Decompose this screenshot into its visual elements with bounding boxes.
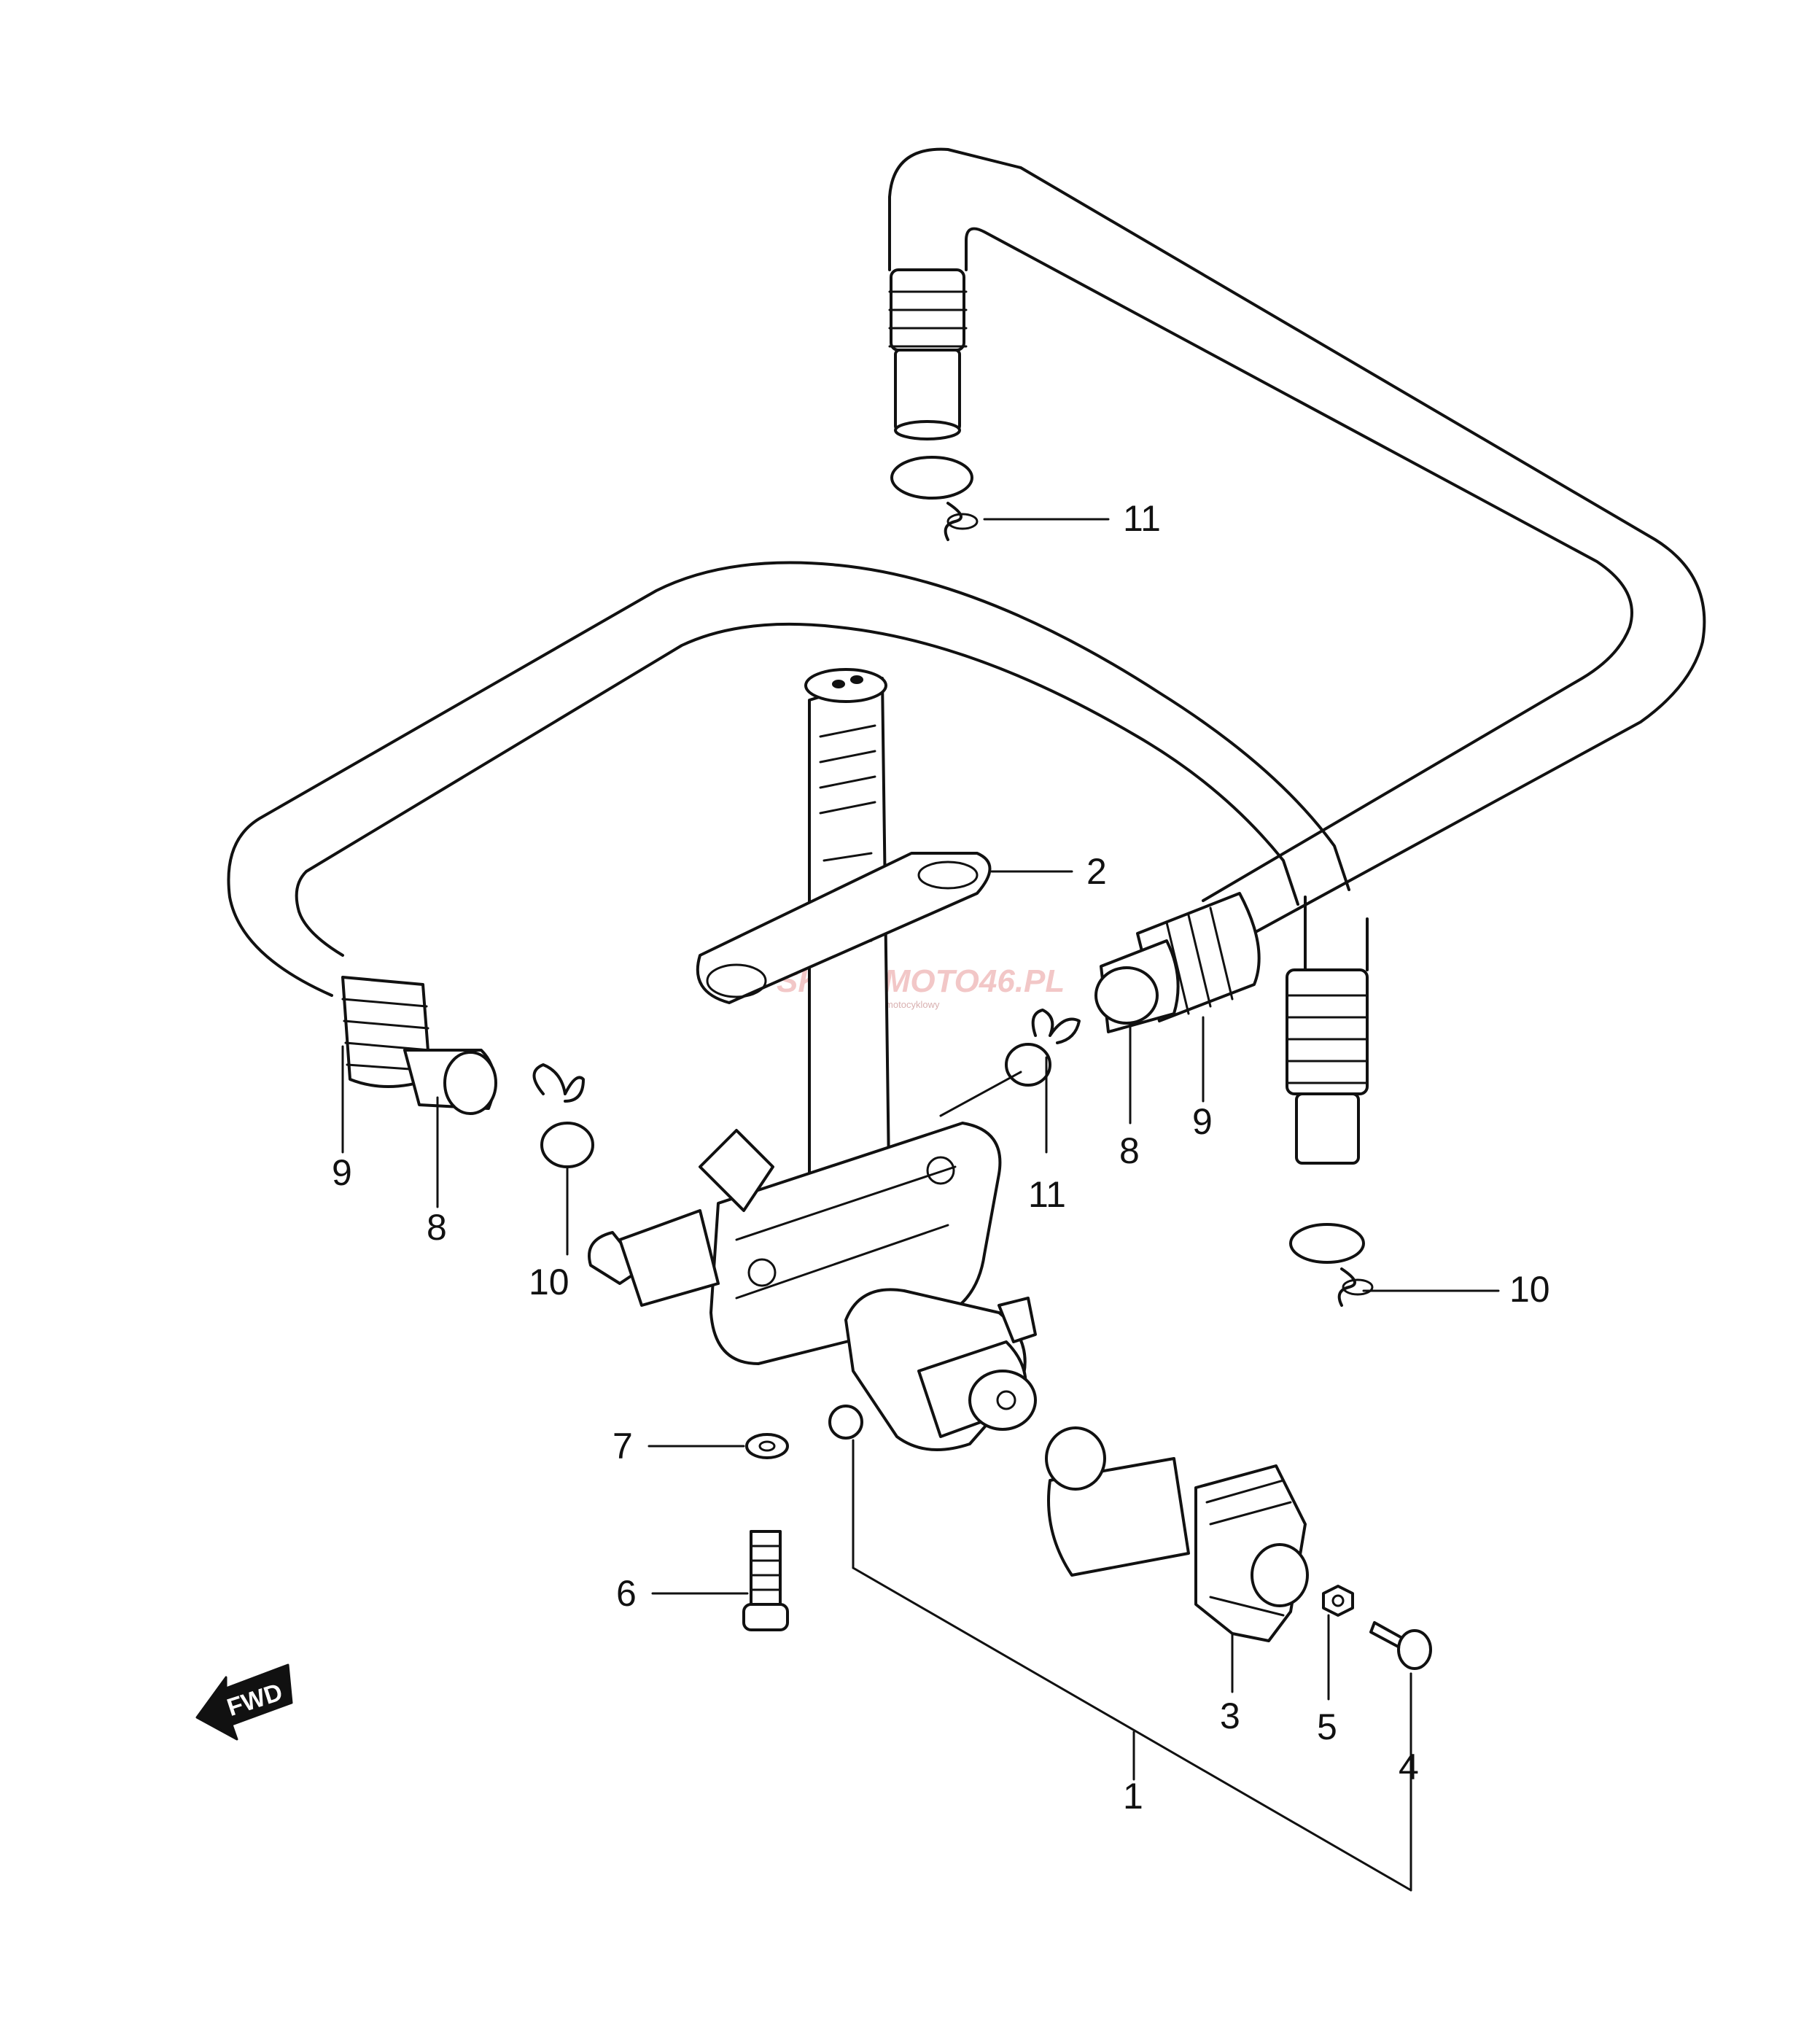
screw-6 bbox=[742, 1530, 789, 1631]
label-3: 3 bbox=[1220, 1696, 1240, 1736]
hose-rib-sleeve-right-low bbox=[1286, 968, 1369, 1095]
label-8-right: 8 bbox=[1119, 1130, 1140, 1171]
fwd-arrow: FWD bbox=[195, 1663, 293, 1741]
label-4: 4 bbox=[1399, 1747, 1419, 1787]
label-11-mid: 11 bbox=[1028, 1174, 1066, 1215]
fuel-hose-lower bbox=[227, 561, 1369, 1165]
label-10-left: 10 bbox=[529, 1262, 569, 1302]
gasket-plate bbox=[696, 852, 992, 1004]
screw-4 bbox=[1369, 1621, 1432, 1670]
leader-lines bbox=[341, 518, 1500, 1892]
label-8-left: 8 bbox=[427, 1207, 447, 1248]
label-11-top: 11 bbox=[1123, 498, 1161, 539]
hose-clip-11-top bbox=[890, 456, 979, 541]
part-labels: 11 2 9 8 10 11 8 9 10 7 6 3 5 4 1 bbox=[332, 498, 1550, 1817]
label-7: 7 bbox=[612, 1426, 633, 1467]
nut-5 bbox=[1322, 1585, 1354, 1617]
label-5: 5 bbox=[1317, 1706, 1337, 1747]
label-10-right: 10 bbox=[1509, 1269, 1550, 1310]
fuel-hose-upper bbox=[888, 147, 1706, 942]
washer-7 bbox=[745, 1433, 789, 1459]
label-1: 1 bbox=[1123, 1776, 1143, 1817]
label-6: 6 bbox=[616, 1573, 637, 1614]
label-9-right: 9 bbox=[1192, 1101, 1213, 1142]
label-9-left: 9 bbox=[332, 1152, 352, 1193]
label-2: 2 bbox=[1086, 851, 1107, 892]
hose-end-middle-right bbox=[1094, 892, 1261, 1033]
hose-clip-10-left bbox=[532, 1063, 594, 1168]
lever bbox=[1045, 1426, 1309, 1642]
fuel-cock-body bbox=[588, 1122, 1037, 1451]
hose-end-upper bbox=[894, 349, 961, 432]
hose-clip-10-right bbox=[1289, 1223, 1374, 1307]
